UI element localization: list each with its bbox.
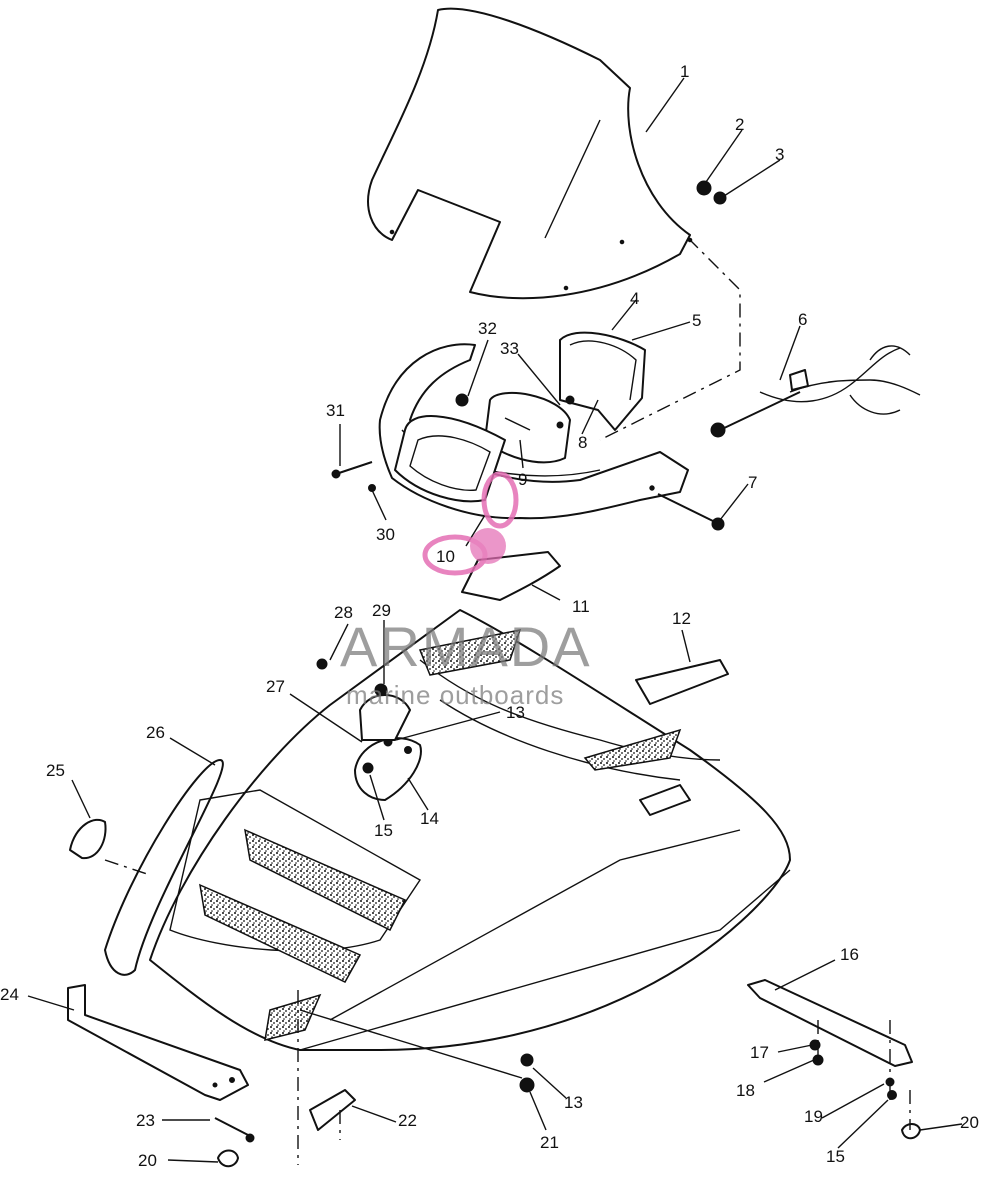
callout-2: 2 (735, 115, 744, 134)
strap (309, 1089, 356, 1131)
watermark: ARMADA marine outboards (340, 471, 592, 710)
callout-20: 20 (960, 1113, 979, 1132)
callout-14: 14 (420, 809, 439, 828)
decal (461, 551, 561, 601)
callout-26: 26 (146, 723, 165, 742)
callout-8: 8 (578, 433, 587, 452)
callout-16: 16 (840, 945, 859, 964)
wiring-harness (710, 345, 921, 438)
grommet-nut (696, 180, 727, 205)
callout-32: 32 (478, 319, 497, 338)
hood-latch (354, 737, 422, 801)
callout-29: 29 (372, 601, 391, 620)
callout-13: 13 (506, 703, 525, 722)
callout-5: 5 (692, 311, 701, 330)
callout-20b: 20 (138, 1151, 157, 1170)
headlight-bezel (559, 331, 646, 431)
watermark-brand: ARMADA (340, 615, 592, 678)
callout-31: 31 (326, 401, 345, 420)
callout-3: 3 (775, 145, 784, 164)
callout-13b: 13 (564, 1093, 583, 1112)
callout-17: 17 (750, 1043, 769, 1062)
callout-10: 10 (436, 547, 455, 566)
handle (69, 818, 107, 860)
headlight-shroud (394, 415, 506, 503)
callout-labels: 1 2 3 4 5 6 7 8 9 10 11 12 13 14 15 16 1… (0, 62, 979, 1170)
bracket (67, 984, 249, 1101)
callout-24: 24 (0, 985, 19, 1004)
callout-23: 23 (136, 1111, 155, 1130)
callout-19: 19 (804, 1107, 823, 1126)
callout-27: 27 (266, 677, 285, 696)
callout-22: 22 (398, 1111, 417, 1130)
callout-15b: 15 (826, 1147, 845, 1166)
callout-4: 4 (630, 289, 639, 308)
callout-21: 21 (540, 1133, 559, 1152)
callout-25: 25 (46, 761, 65, 780)
windshield (367, 7, 693, 300)
decal (635, 659, 729, 705)
callout-28: 28 (334, 603, 353, 622)
callout-6: 6 (798, 310, 807, 329)
callout-18: 18 (736, 1081, 755, 1100)
hood (104, 609, 791, 1051)
callout-1: 1 (680, 62, 689, 81)
callout-15: 15 (374, 821, 393, 840)
callout-7: 7 (748, 473, 757, 492)
bracket (747, 979, 921, 1140)
watermark-tagline: marine outboards (346, 680, 564, 710)
bolt (657, 493, 725, 531)
callout-12: 12 (672, 609, 691, 628)
callout-11: 11 (572, 597, 590, 616)
callout-33: 33 (500, 339, 519, 358)
callout-30: 30 (376, 525, 395, 544)
callout-9: 9 (518, 470, 527, 489)
